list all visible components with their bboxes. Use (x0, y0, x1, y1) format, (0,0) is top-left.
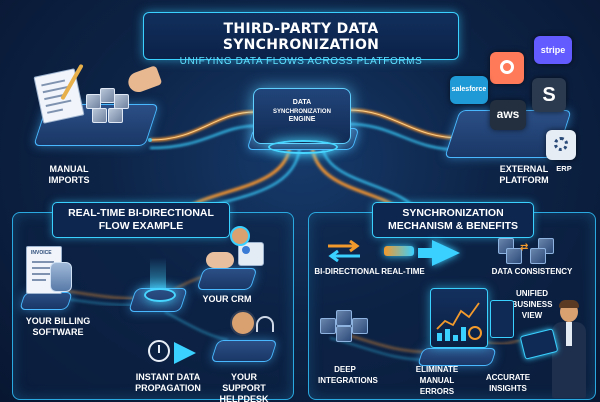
left-panel-title: REAL-TIME BI-DIRECTIONAL FLOW EXAMPLE (52, 202, 230, 238)
accurate-insights-label: ACCURATE INSIGHTS (485, 373, 531, 393)
flow-line-engine-external (347, 108, 463, 140)
engine-glow-ring (268, 140, 338, 154)
page-title: THIRD-PARTY DATA SYNCHRONIZATION (222, 21, 380, 53)
crm-label: YOUR CRM (202, 294, 252, 304)
bidirectional-label: BI-DIRECTIONAL (314, 267, 380, 276)
flow-hub-beam (150, 258, 166, 290)
realtime-bar-icon (384, 246, 414, 256)
invoice-text: INVOICE (31, 250, 52, 256)
handshake-icon (206, 252, 234, 268)
engine-label-line1: DATA (292, 99, 312, 106)
hubspot-icon (500, 60, 514, 74)
businessman-icon (548, 300, 588, 398)
erp-gear-icon (554, 137, 568, 151)
erp-logo-tile (546, 130, 576, 160)
engine-label-line3: ENGINE (288, 116, 316, 123)
consistency-label: DATA CONSISTENCY (491, 267, 573, 276)
billing-label: YOUR BILLING SOFTWARE (25, 316, 91, 337)
right-arrow-shaft (418, 248, 434, 258)
left-panel-title-line2: FLOW EXAMPLE (98, 220, 184, 232)
flow-hub-ring (144, 288, 176, 302)
right-arrow-icon (432, 240, 460, 266)
erp-label: ERP (556, 164, 572, 173)
aws-logo-tile: aws (490, 100, 526, 130)
contact-card-icon (238, 242, 264, 266)
eliminate-errors-label: ELIMINATE MANUAL ERRORS (415, 365, 459, 396)
realtime-label: REAL-TIME (381, 267, 425, 276)
left-panel-title-line1: REAL-TIME BI-DIRECTIONAL (68, 207, 214, 219)
server-blocks-icon (86, 84, 130, 124)
database-icon (50, 262, 72, 292)
page-subtitle: UNIFYING DATA FLOWS ACROSS PLATFORMS (179, 56, 423, 67)
stripe-logo-tile: stripe (534, 36, 572, 64)
helpdesk-label: YOUR SUPPORT HELPDESK (219, 372, 269, 402)
right-panel-title-line1: SYNCHRONIZATION (402, 207, 504, 219)
manual-imports-label: MANUAL IMPORTS (48, 164, 90, 185)
hubspot-logo-tile (490, 52, 524, 84)
billing-platform (19, 292, 73, 310)
data-synchronization-engine: DATA SYNCHRONIZATION ENGINE (253, 88, 351, 144)
unified-view-label: UNIFIED BUSINESS VIEW (511, 289, 553, 320)
support-agent-icon (230, 310, 256, 336)
external-platform-label: EXTERNAL PLATFORM (499, 164, 549, 185)
analytics-chart-icon (490, 300, 514, 338)
propagation-label: INSTANT DATA PROPAGATION (135, 372, 201, 393)
helpdesk-platform (210, 340, 278, 362)
deep-integrations-label: DEEP INTEGRATIONS (318, 365, 378, 385)
right-panel-title-line2: MECHANISM & BENEFITS (387, 220, 519, 232)
s-logo-tile: S (532, 78, 566, 112)
crm-platform (196, 268, 258, 290)
engine-label-line2: SYNCHRONIZATION (273, 108, 331, 115)
fast-forward-arrow-icon (174, 342, 196, 364)
salesforce-logo-tile: salesforce (450, 76, 488, 104)
dashboard-screen-icon (430, 288, 488, 348)
flow-line-engine-left (184, 141, 292, 212)
right-panel-title: SYNCHRONIZATION MECHANISM & BENEFITS (372, 202, 534, 238)
stopwatch-icon (148, 340, 170, 362)
header-title-box: THIRD-PARTY DATA SYNCHRONIZATION UNIFYIN… (143, 12, 459, 67)
headset-icon (256, 316, 274, 332)
flow-line-imports-engine (149, 110, 256, 142)
data-consistency-icon: ⇄ (496, 236, 556, 264)
integration-cubes-icon (320, 310, 368, 342)
user-avatar-icon (230, 226, 250, 246)
bidirectional-arrows-icon (326, 239, 362, 263)
